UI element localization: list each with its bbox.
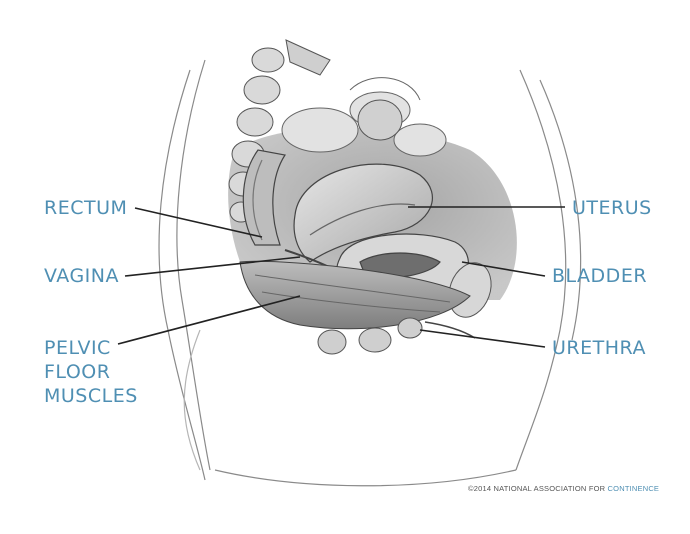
pelvic-floor-label-line-2: FLOOR <box>44 361 111 383</box>
uterus-label: UTERUS <box>572 197 652 219</box>
pelvic-floor-muscles <box>239 260 471 330</box>
rectum <box>242 149 286 246</box>
body-outline <box>158 59 582 487</box>
copyright-accent: CONTINENCE <box>607 484 660 493</box>
bladder-leader-line <box>461 261 546 277</box>
vagina-label: VAGINA <box>44 265 119 287</box>
pelvic-floor-label-line-3: MUSCLES <box>44 385 138 407</box>
pelvic-floor-label: PELVIC FLOOR MUSCLES <box>44 336 138 408</box>
urethra-leader-line <box>419 329 546 348</box>
urethra-label: URETHRA <box>552 337 646 359</box>
copyright-prefix: ©2014 NATIONAL ASSOCIATION FOR <box>468 484 608 493</box>
bladder-label: BLADDER <box>552 265 648 287</box>
uterus <box>293 163 433 263</box>
pelvic-floor-leader-line <box>117 295 301 345</box>
ovary <box>357 99 403 141</box>
pelvic-floor-label-line-1: PELVIC <box>44 337 111 359</box>
rectum-leader-line <box>134 207 263 238</box>
copyright-notice: ©2014 NATIONAL ASSOCIATION FOR CONTINENC… <box>468 484 659 493</box>
leader-lines <box>117 206 565 348</box>
vagina-leader-line <box>124 256 301 277</box>
perineum <box>317 317 476 355</box>
rectum-label: RECTUM <box>44 197 128 219</box>
